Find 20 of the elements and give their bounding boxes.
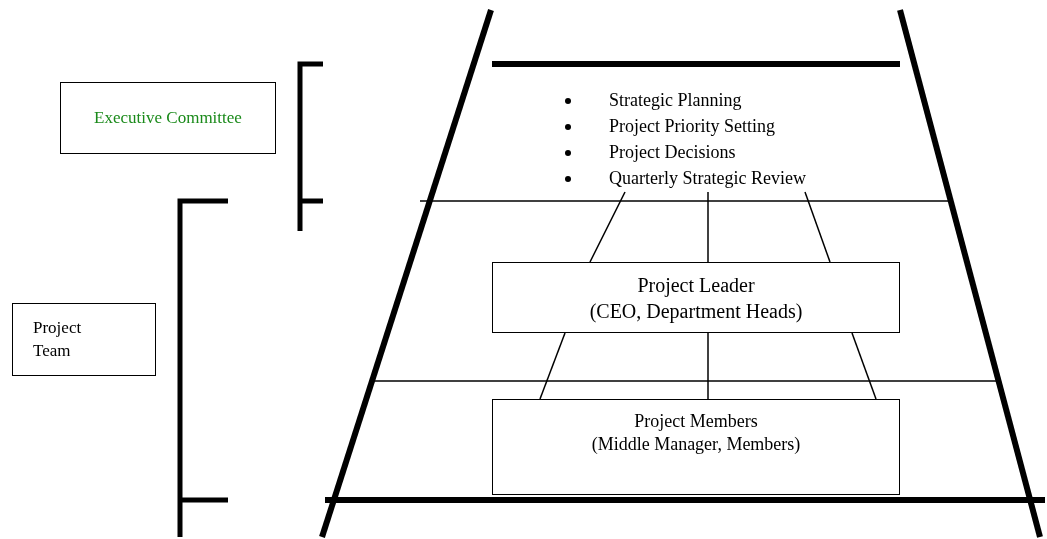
box-label: Project Leader [637,272,755,298]
bullet-text: Project Decisions [609,143,736,163]
box-label: Project Team [33,317,83,362]
committee-box [60,82,276,154]
connector-line [804,191,831,263]
connector-line [589,191,626,263]
connector-line [539,332,566,400]
bullet-text: Strategic Planning [609,91,742,111]
box-label: (Middle Manager, Members) [591,433,801,457]
bullet-text: Quarterly Strategic Review [609,169,806,189]
connector-line [851,332,877,400]
box-label: (CEO, Department Heads) [589,298,803,324]
members-box [492,399,900,495]
team-box [12,303,156,376]
bullet-text: Project Priority Setting [609,117,775,137]
connector-line [707,191,709,263]
connector-line [707,332,709,400]
leader-box [492,262,900,333]
box-label: Executive Committee [94,106,242,129]
box-label: Project Members [634,410,758,433]
